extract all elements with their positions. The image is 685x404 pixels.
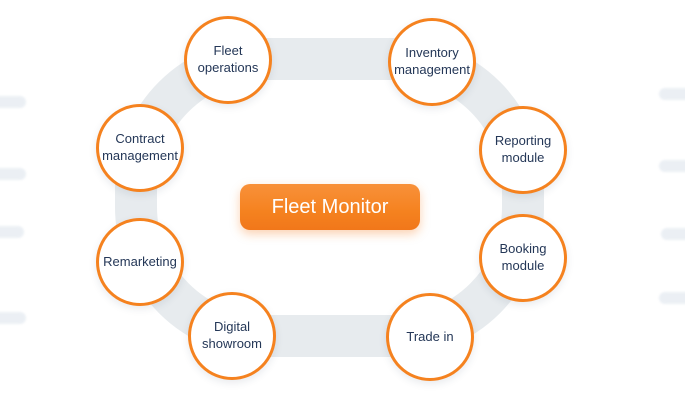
node-label: Trade in — [406, 328, 454, 344]
node-fleet-operations: Fleet operations — [184, 16, 272, 104]
edge-watermark-right-4 — [659, 292, 685, 304]
node-booking-module: Booking module — [479, 214, 567, 302]
node-inventory-management: Inventory management — [388, 18, 476, 106]
node-label: Digital showroom — [202, 319, 262, 351]
edge-watermark-left-1 — [0, 96, 26, 108]
edge-watermark-right-1 — [659, 88, 685, 100]
node-label: Fleet operations — [197, 43, 259, 75]
node-contract-management: Contract management — [96, 104, 184, 192]
node-digital-showroom: Digital showroom — [188, 292, 276, 380]
node-label: Remarketing — [103, 253, 177, 269]
node-label: Inventory management — [394, 45, 470, 77]
node-trade-in: Trade in — [386, 293, 474, 381]
edge-watermark-left-4 — [0, 312, 26, 324]
node-reporting-module: Reporting module — [479, 106, 567, 194]
edge-watermark-left-3 — [0, 226, 24, 238]
node-remarketing: Remarketing — [96, 218, 184, 306]
edge-watermark-left-2 — [0, 168, 26, 180]
center-title-label: Fleet Monitor — [271, 195, 389, 218]
center-title: Fleet Monitor — [240, 184, 420, 230]
edge-watermark-right-3 — [661, 228, 685, 240]
edge-watermark-right-2 — [659, 160, 685, 172]
node-label: Contract management — [102, 131, 178, 163]
node-label: Booking module — [499, 241, 547, 273]
node-label: Reporting module — [494, 133, 552, 165]
